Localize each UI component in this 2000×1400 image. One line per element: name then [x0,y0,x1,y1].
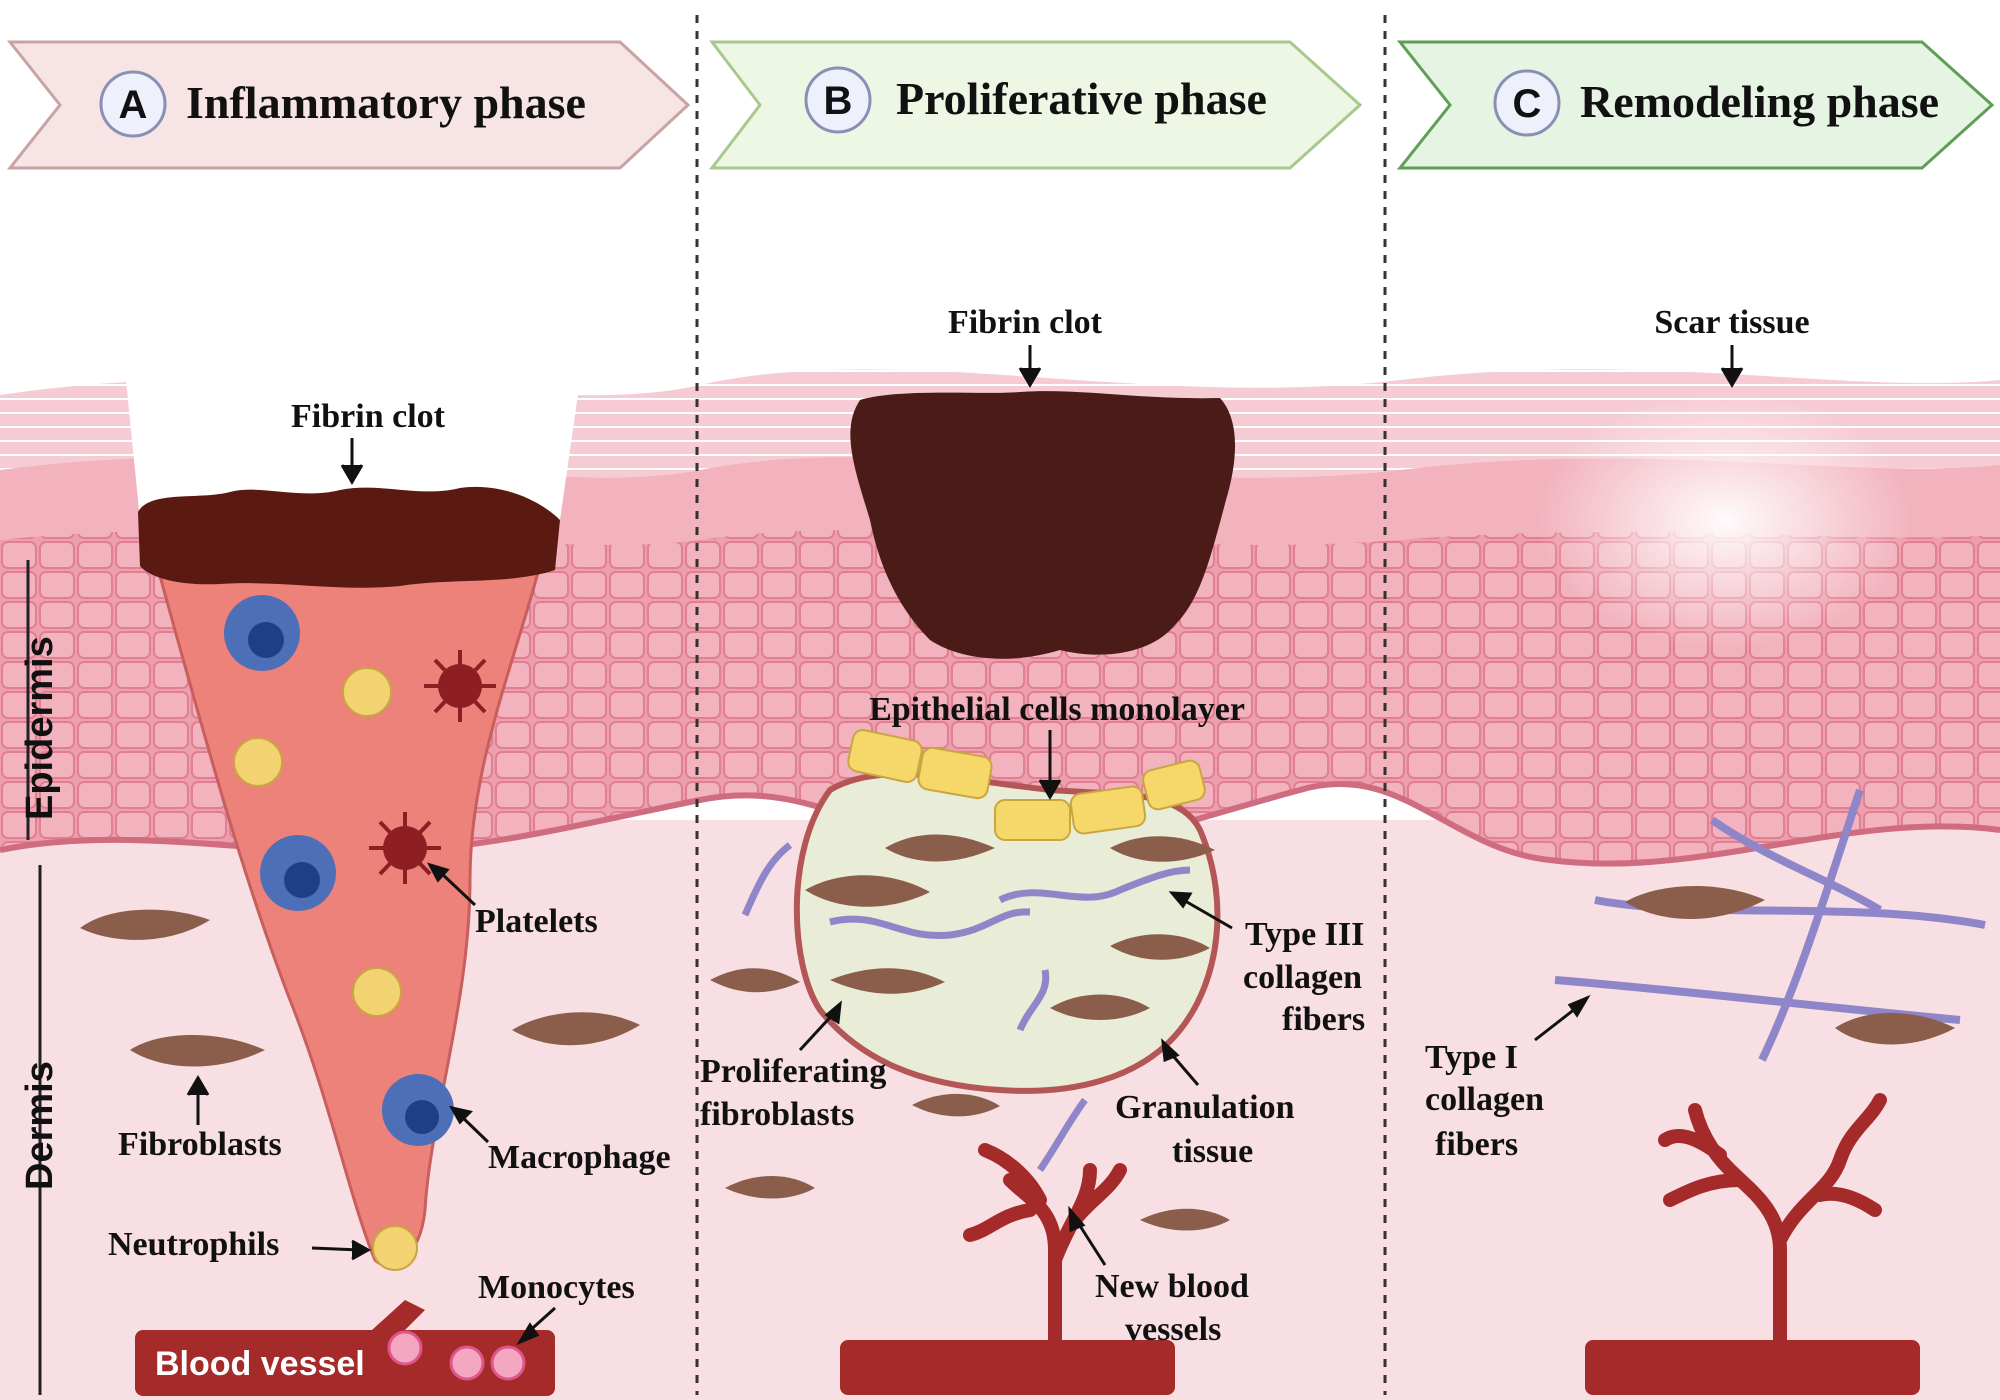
granulation-label-1: Granulation [1115,1089,1295,1126]
fibroblast-cell [710,968,800,993]
type3-label-3: fibers [1282,1001,1365,1038]
scar-arrow [1720,345,1744,388]
neutrophils-label: Neutrophils [108,1226,279,1263]
fibroblast-cell [830,968,945,994]
monocytes-label: Monocytes [478,1269,635,1306]
blood-vessel-c [1585,1093,1920,1395]
phase-b-letter: B [824,79,853,123]
monocyte-cell [490,1345,526,1381]
new-vessels-label-1: New blood [1095,1268,1249,1305]
blood-vessel-a: Blood vessel [135,1300,555,1396]
phase-c-letter: C [1513,82,1542,126]
fibroblast-cell [805,875,930,907]
fibroblast-cell [130,1035,265,1067]
new-blood-vessels [840,1143,1175,1395]
fibroblast-cell [912,1093,1000,1117]
fibroblast-cell [1140,1208,1230,1231]
collagen-fiber [1037,1097,1088,1172]
macrophage-cell [260,835,336,911]
fibrin-clot-b-arrow [1018,345,1042,388]
neutrophil-cell [352,967,402,1017]
phase-a-title: Inflammatory phase [186,77,586,128]
macrophage-cell [382,1074,454,1146]
collagen-fiber [1758,788,1864,1062]
monocyte-cell [387,1330,423,1366]
type3-arrow [1168,891,1233,930]
scar-label: Scar tissue [1654,304,1809,341]
proliferating-label-2: fibroblasts [700,1096,854,1133]
type3-label-1: Type III [1245,916,1364,953]
type1-label-3: fibers [1435,1126,1518,1163]
platelets-label: Platelets [475,903,598,940]
collagen-fiber [1709,816,1883,914]
fibroblast-cell [1625,885,1765,920]
panel-b: Fibrin clot Epithelial cells monolayer T… [700,304,1365,1395]
fibrin-clot-b-label: Fibrin clot [948,304,1103,341]
fibrin-clot-a [138,486,560,588]
collagen-fiber [829,908,1031,940]
fibrin-clot-a-arrow [340,438,364,485]
fibroblast-cell [885,834,995,862]
macrophage-arrow [449,1105,490,1144]
platelet-cell [369,812,441,884]
neutrophil-cell [233,737,283,787]
macrophage-label: Macrophage [488,1139,671,1176]
phase-c-header: C Remodeling phase [1396,40,1995,170]
neutrophils-arrow [311,1239,372,1261]
new-vessels-arrow [1068,1205,1107,1266]
fibroblast-cell [1835,1013,1955,1045]
layer-labels: Epidermis Dermis [19,560,61,1395]
panel-c: Scar tissue Type I collagen fibers [1425,304,1986,1395]
panel-a: Blood vessel Fibrin clot Platelets Fibro… [80,363,671,1396]
dermis-label: Dermis [19,1061,61,1190]
monocytes-arrow [516,1306,557,1346]
scar-tissue [1535,390,1915,650]
proliferating-label-1: Proliferating [700,1053,886,1090]
phase-a-badge [99,70,167,138]
fibroblast-cell [512,1012,640,1046]
type1-arrow [1534,994,1591,1042]
platelet-cell [424,650,496,722]
granulation-label-2: tissue [1172,1133,1253,1170]
fibroblast-cell [1110,836,1215,862]
epithelial-label: Epithelial cells monolayer [869,691,1245,728]
epithelial-arrow [1038,730,1062,800]
fibroblast-cell [1050,994,1150,1020]
phase-b-title: Proliferative phase [896,73,1267,124]
fibroblasts-label: Fibroblasts [118,1126,282,1163]
phase-a-header: A Inflammatory phase [6,40,691,170]
proliferating-arrow [798,1000,842,1052]
phase-c-badge [1493,69,1561,137]
phase-c-title: Remodeling phase [1580,76,1939,127]
collagen-fiber [1016,969,1050,1032]
monocyte-cell [449,1345,485,1381]
collagen-fiber [998,866,1191,904]
macrophage-cell [224,595,300,671]
new-vessels-label-2: vessels [1125,1311,1221,1348]
fibroblasts-arrow [186,1075,210,1125]
fibroblast-cell [725,1176,815,1199]
phase-a-letter: A [119,83,148,127]
epidermis-label: Epidermis [19,636,61,820]
epithelial-monolayer [847,729,1206,841]
phase-b-badge [804,66,872,134]
collagen-fiber [741,842,793,917]
neutrophil-cell [342,667,392,717]
fibroblast-cell [80,909,210,940]
platelets-arrow [426,862,477,907]
type1-label-1: Type I [1425,1039,1518,1076]
fibrin-clot-b [850,391,1236,659]
phase-b-header: B Proliferative phase [708,40,1363,170]
neutrophil-cell [372,1225,418,1271]
type3-label-2: collagen [1243,959,1362,996]
type1-label-2: collagen [1425,1081,1544,1118]
granulation-arrow [1161,1038,1200,1086]
blood-vessel-label: Blood vessel [155,1345,365,1383]
fibroblast-cell [1110,934,1210,960]
fibrin-clot-a-label: Fibrin clot [291,398,446,435]
